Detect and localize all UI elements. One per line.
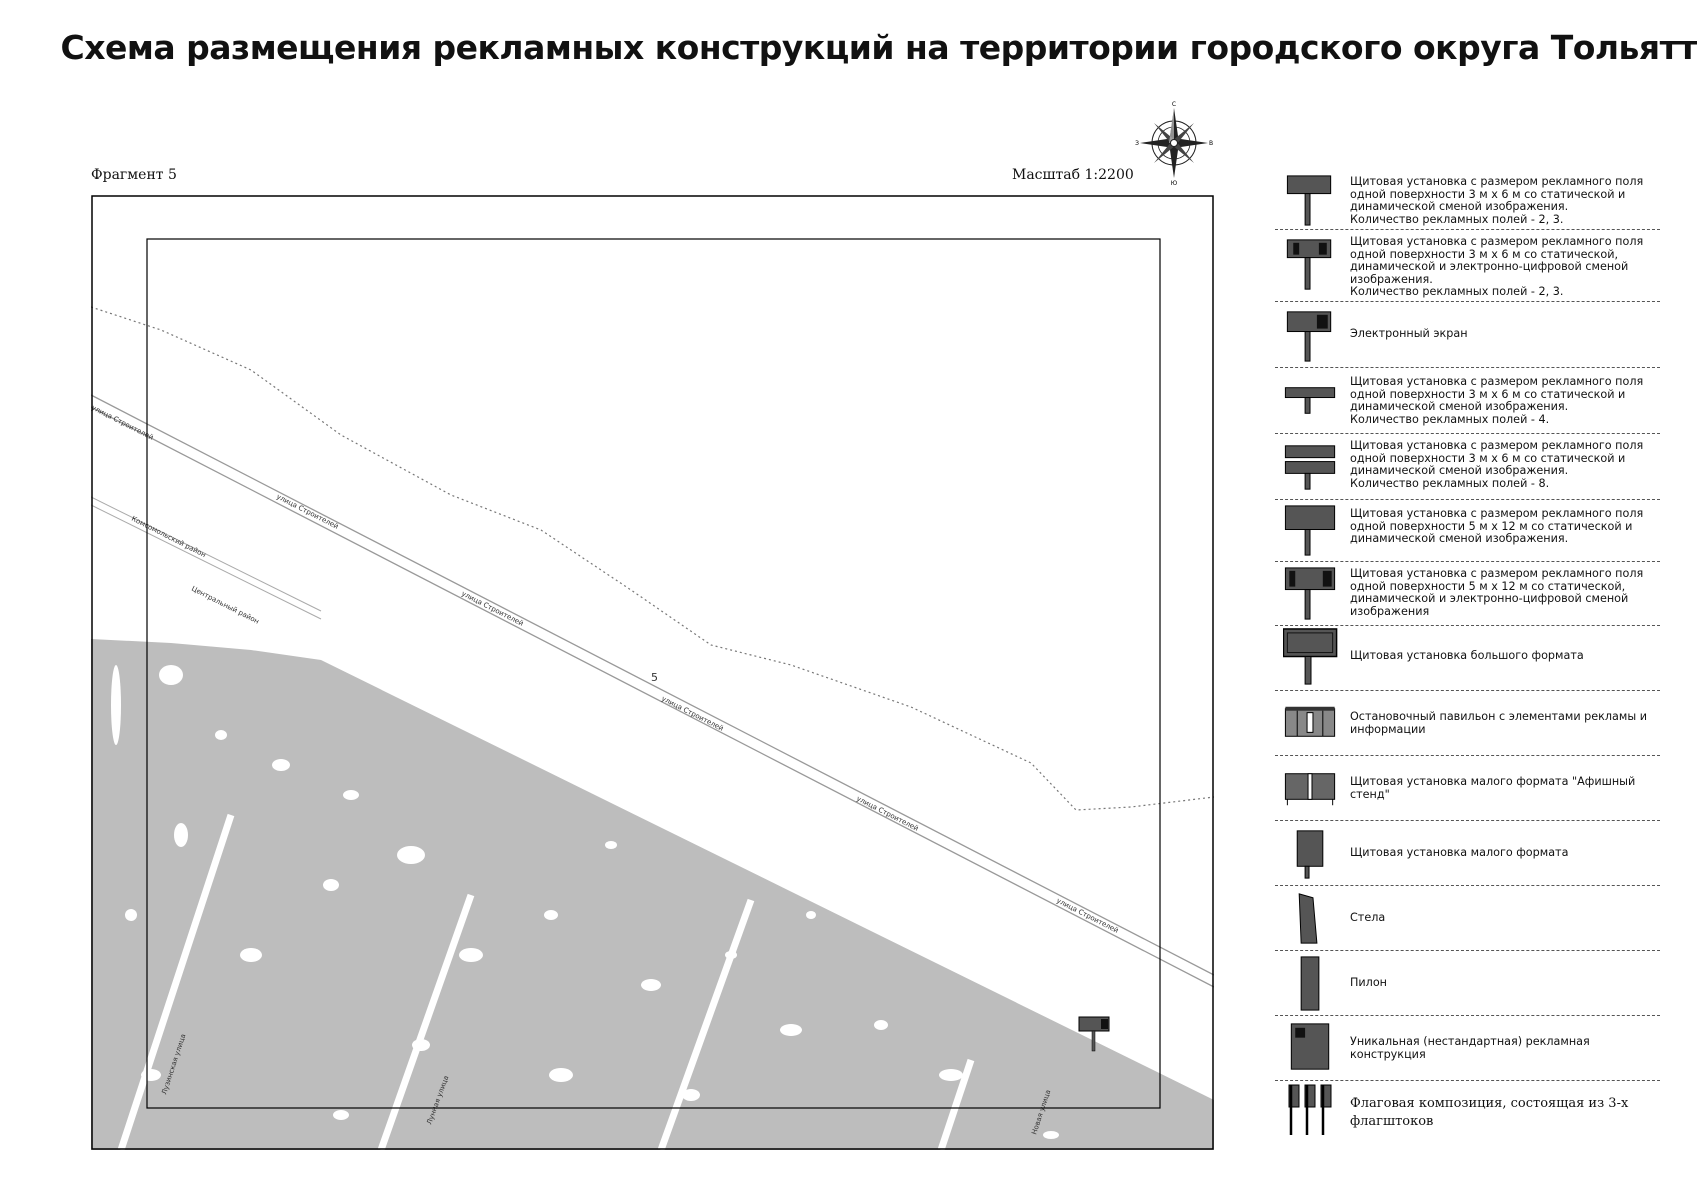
billboard-marker-icon[interactable] bbox=[1078, 1016, 1110, 1052]
unique-structure-icon bbox=[1290, 1023, 1330, 1070]
electronic-screen-icon bbox=[1286, 311, 1332, 362]
legend-text: Остановочный павильон с элементами рекла… bbox=[1350, 710, 1648, 736]
page-title: Схема размещения рекламных конструкций н… bbox=[60, 28, 1697, 67]
legend-text: Щитовая установка с размером рекламного … bbox=[1350, 175, 1644, 226]
legend-item: Щитовая установка с размером рекламного … bbox=[1275, 434, 1660, 500]
legend-text: Щитовая установка с размером рекламного … bbox=[1350, 439, 1644, 490]
legend-text: Щитовая установка малого формата bbox=[1350, 846, 1569, 859]
legend-item: Щитовая установка с размером рекламного … bbox=[1275, 230, 1660, 302]
legend-text: Щитовая установка с размером рекламного … bbox=[1350, 567, 1644, 618]
zone-label: 5 bbox=[651, 671, 658, 684]
bus-stop-pavilion-icon bbox=[1284, 706, 1336, 737]
legend-item: Стела bbox=[1275, 886, 1660, 951]
legend-item: Пилон bbox=[1275, 951, 1660, 1016]
legend-item: Щитовая установка малого формата "Афишны… bbox=[1275, 756, 1660, 821]
inner-frame bbox=[146, 238, 1161, 1109]
legend-item: Щитовая установка с размером рекламного … bbox=[1275, 500, 1660, 562]
stele-icon bbox=[1298, 893, 1318, 944]
legend-item: Остановочный павильон с элементами рекла… bbox=[1275, 691, 1660, 756]
legend-item: Щитовая установка с размером рекламного … bbox=[1275, 170, 1660, 230]
large-format-board-icon bbox=[1283, 628, 1338, 685]
billboard-5x12-digital-icon bbox=[1284, 567, 1336, 620]
outer-frame bbox=[91, 195, 1214, 1150]
street-label: улица Строителей bbox=[855, 795, 920, 833]
small-format-board-icon bbox=[1296, 830, 1324, 879]
billboard-4-faces-icon bbox=[1284, 387, 1336, 414]
legend-item: Флаговая композиция, состоящая из 3-х фл… bbox=[1275, 1081, 1660, 1141]
billboard-5x12-icon bbox=[1284, 505, 1336, 556]
legend-text: Уникальная (нестандартная) рекламная кон… bbox=[1350, 1035, 1590, 1061]
legend-text: Щитовая установка с размером рекламного … bbox=[1350, 235, 1644, 299]
area-speckles bbox=[111, 665, 1059, 1139]
legend-text: Пилон bbox=[1350, 976, 1387, 989]
district-label: Комсомольский район bbox=[130, 515, 207, 560]
legend-text: Щитовая установка малого формата "Афишны… bbox=[1350, 775, 1636, 801]
billboard-digital-icon bbox=[1286, 239, 1332, 290]
legend-item: Уникальная (нестандартная) рекламная кон… bbox=[1275, 1016, 1660, 1081]
billboard-8-faces-icon bbox=[1284, 445, 1336, 490]
legend-text: Флаговая композиция, состоящая из 3-х фл… bbox=[1350, 1096, 1629, 1129]
compass-n: С bbox=[1172, 101, 1176, 108]
legend-item: Щитовая установка с размером рекламного … bbox=[1275, 562, 1660, 626]
billboard-static-icon bbox=[1286, 175, 1332, 226]
street-label: улица Строителей bbox=[1055, 897, 1120, 935]
flag-composition-icon bbox=[1288, 1084, 1332, 1135]
legend: Щитовая установка с размером рекламного … bbox=[1275, 170, 1660, 1141]
fragment-label: Фрагмент 5 bbox=[91, 167, 177, 183]
boundary-dotted-line bbox=[91, 306, 1214, 811]
compass-e: В bbox=[1209, 140, 1213, 147]
legend-text: Стела bbox=[1350, 911, 1386, 924]
compass-w: З bbox=[1135, 140, 1139, 147]
map-fragment: улица Строителей улица Строителей улица … bbox=[91, 195, 1214, 1150]
legend-text: Щитовая установка с размером рекламного … bbox=[1350, 507, 1644, 546]
district-label: Центральный район bbox=[190, 585, 260, 626]
compass-rose-icon: С Ю З В bbox=[1135, 101, 1213, 186]
legend-text: Щитовая установка с размером рекламного … bbox=[1350, 375, 1644, 426]
legend-text: Электронный экран bbox=[1350, 327, 1468, 340]
legend-item: Щитовая установка малого формата bbox=[1275, 821, 1660, 886]
main-street bbox=[91, 394, 1214, 988]
street-label: улица Строителей bbox=[460, 590, 525, 628]
built-up-area bbox=[91, 639, 1214, 1150]
secondary-road bbox=[91, 496, 322, 620]
street-label: улица Строителей bbox=[275, 493, 340, 531]
legend-text: Щитовая установка большого формата bbox=[1350, 649, 1584, 662]
street-label: улица Строителей bbox=[660, 695, 725, 733]
pylon-icon bbox=[1300, 956, 1320, 1011]
compass-s: Ю bbox=[1171, 180, 1178, 186]
legend-item: Щитовая установка большого формата bbox=[1275, 626, 1660, 691]
legend-item: Щитовая установка с размером рекламного … bbox=[1275, 368, 1660, 434]
legend-item: Электронный экран bbox=[1275, 302, 1660, 368]
scale-label: Масштаб 1:2200 bbox=[1012, 167, 1134, 183]
poster-stand-icon bbox=[1284, 773, 1336, 806]
